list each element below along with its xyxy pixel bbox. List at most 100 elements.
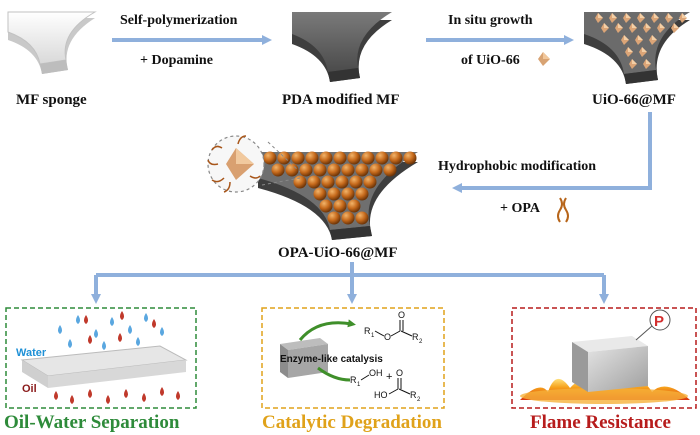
opa-sponge-shape <box>258 151 418 240</box>
oil-droplet <box>88 389 92 398</box>
svg-text:R: R <box>412 332 419 342</box>
uio-crystal-highlight <box>626 13 631 18</box>
flame-title: Flame Resistance <box>530 412 671 433</box>
svg-text:2: 2 <box>417 397 421 403</box>
oil-droplet <box>120 311 124 320</box>
svg-text:O: O <box>398 310 405 320</box>
uio-crystal-highlight <box>674 23 679 28</box>
zoom-inset <box>207 135 301 193</box>
catalytic-box <box>261 307 445 409</box>
opa-particle <box>335 175 349 189</box>
water-droplet <box>160 327 164 336</box>
svg-text:R: R <box>350 375 357 385</box>
opa-particle <box>347 199 361 213</box>
water-droplet <box>102 341 106 350</box>
opa-particle <box>319 151 333 165</box>
uio-crystal-highlight <box>612 13 617 18</box>
uio-crystal-highlight <box>682 13 687 18</box>
opa-particle <box>299 163 313 177</box>
opa-particle <box>293 175 307 189</box>
oil-water-box <box>5 307 197 409</box>
opa-particle <box>375 151 389 165</box>
svg-text:O: O <box>396 368 403 378</box>
opa-particle <box>355 163 369 177</box>
step2-top-label: In situ growth <box>448 13 533 28</box>
opa-particle <box>383 163 397 177</box>
water-droplet <box>110 317 114 326</box>
water-droplet <box>144 313 148 322</box>
step3-top-label: Hydrophobic modification <box>438 159 596 174</box>
uio66-crystal-icon <box>538 52 550 66</box>
opa-particle <box>327 163 341 177</box>
uio-crystal-highlight <box>628 47 633 52</box>
oil-label: Oil <box>22 383 37 395</box>
opa-particle <box>285 163 299 177</box>
uio-crystal-highlight <box>668 13 673 18</box>
water-droplet <box>68 339 72 348</box>
catalytic-title: Catalytic Degradation <box>262 412 442 433</box>
opa-particle <box>263 151 277 165</box>
pda-label: PDA modified MF <box>282 92 400 108</box>
opa-particle <box>313 187 327 201</box>
uio-crystal-highlight <box>646 59 651 64</box>
uio-crystal-highlight <box>642 47 647 52</box>
opa-particle <box>363 175 377 189</box>
uio-crystal-highlight <box>660 23 665 28</box>
svg-text:R: R <box>410 390 417 400</box>
oil-droplet <box>118 333 122 342</box>
uio-crystal-highlight <box>632 23 637 28</box>
opa-particle <box>333 199 347 213</box>
uio-crystal-highlight <box>638 35 643 40</box>
water-droplet <box>76 315 80 324</box>
opa-particle <box>341 211 355 225</box>
opa-particle <box>341 163 355 177</box>
branch-arrows <box>91 262 609 304</box>
opa-particle <box>319 199 333 213</box>
uio-crystals <box>595 13 687 69</box>
uio-crystal-highlight <box>640 13 645 18</box>
opa-chain-icon <box>557 197 569 223</box>
p-pointer <box>635 325 653 341</box>
oil-droplet <box>84 315 88 324</box>
opa-particle <box>291 151 305 165</box>
opa-particle <box>369 163 383 177</box>
oil-droplet <box>160 387 164 396</box>
uio-crystal-highlight <box>624 35 629 40</box>
svg-text:R: R <box>364 326 371 336</box>
opa-particle <box>277 151 291 165</box>
mf-sponge-label: MF sponge <box>16 92 87 108</box>
enzyme-label: Enzyme-like catalysis <box>280 354 383 365</box>
uio-crystal-highlight <box>604 23 609 28</box>
oil-water-slab <box>20 345 188 388</box>
flame-block <box>572 336 648 392</box>
uio-sponge-shape <box>584 12 690 84</box>
svg-text:1: 1 <box>371 333 375 339</box>
step2-bottom-label: of UiO-66 <box>461 53 520 68</box>
oil-droplet <box>142 393 146 402</box>
opa-particle <box>321 175 335 189</box>
mf-sponge-shape <box>7 11 97 74</box>
svg-text:+: + <box>386 371 392 383</box>
oil-droplet <box>54 391 58 400</box>
opa-particle <box>355 187 369 201</box>
opa-particle <box>307 175 321 189</box>
arrow-step3 <box>452 112 652 193</box>
uio-crystal-highlight <box>646 23 651 28</box>
uio-crystal-highlight <box>618 23 623 28</box>
svg-text:OH: OH <box>369 368 383 378</box>
water-label: Water <box>16 347 47 359</box>
svg-text:HO: HO <box>374 390 388 400</box>
uio-crystal-highlight <box>654 13 659 18</box>
opa-particle <box>341 187 355 201</box>
water-droplet <box>58 325 62 334</box>
water-droplet <box>136 337 140 346</box>
oil-droplet <box>106 395 110 404</box>
step1-top-label: Self-polymerization <box>120 13 238 28</box>
droplets <box>54 311 180 404</box>
oil-droplet <box>124 389 128 398</box>
uio-crystal-highlight <box>652 35 657 40</box>
catalysis-arrow-down <box>317 366 351 382</box>
opa-particle <box>347 151 361 165</box>
opa-particle <box>333 151 347 165</box>
